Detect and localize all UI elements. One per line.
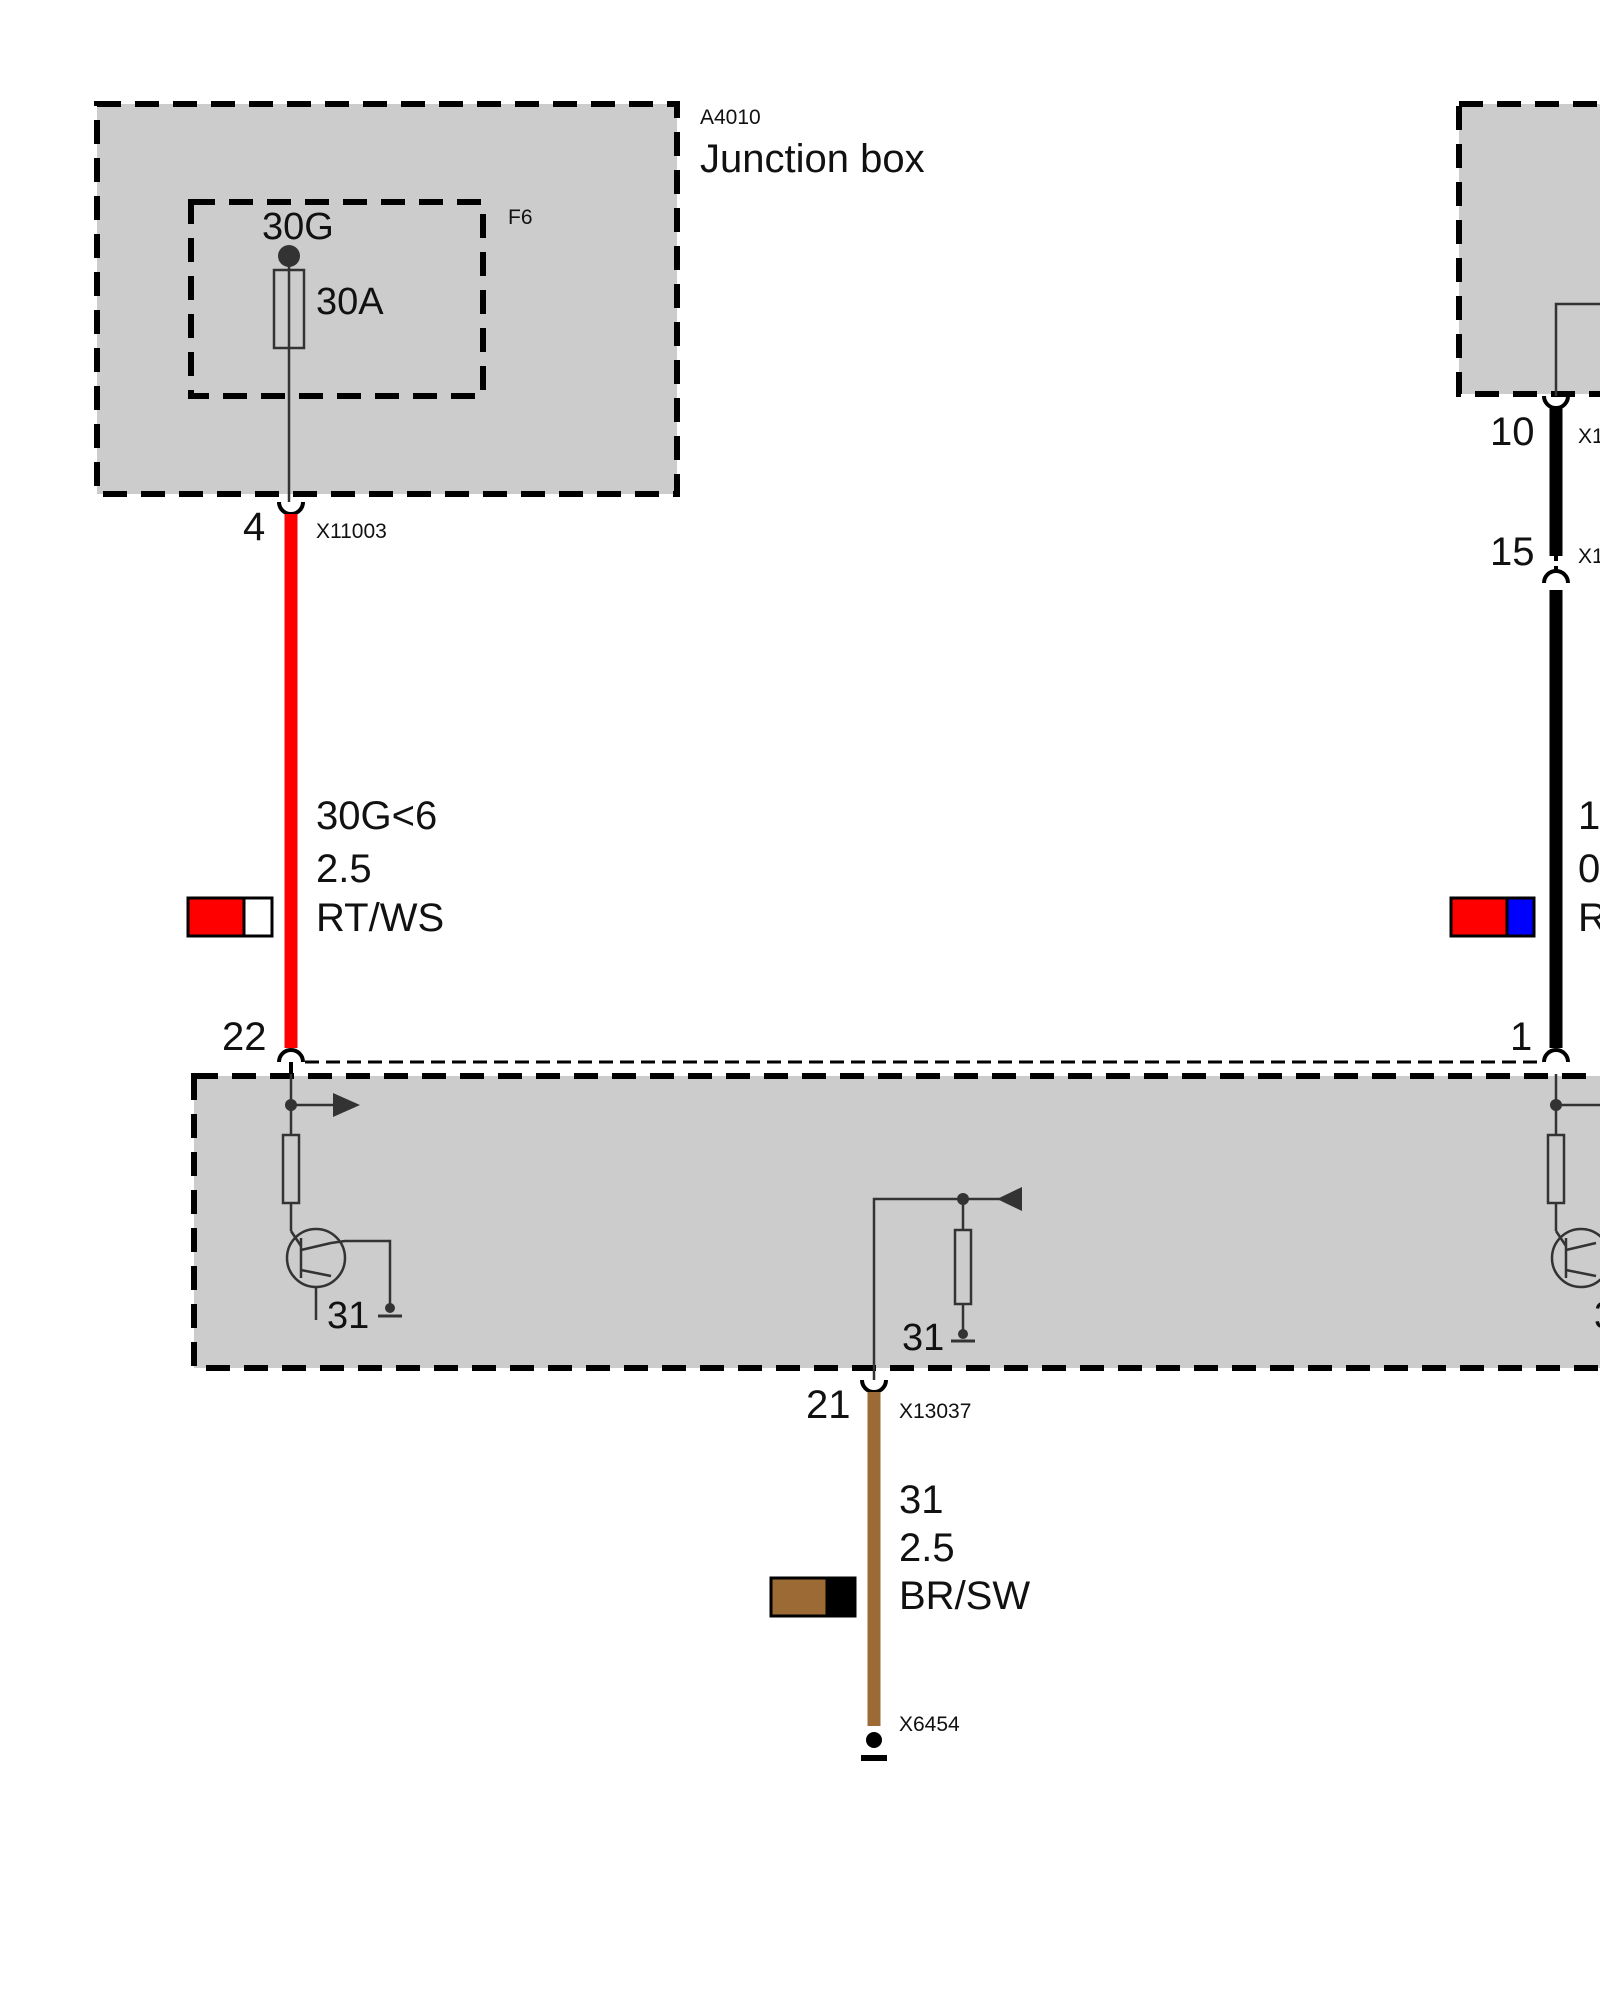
wire-right-connector-lower: X1 [1578, 545, 1600, 568]
junction-box [94, 101, 680, 497]
wire-left-top-pin: 4 [243, 505, 265, 549]
right-output-stage [1546, 1074, 1600, 1289]
wire-left-color-swatch [186, 896, 274, 938]
ground-wire-connector: X13037 [899, 1400, 971, 1423]
center-input-stage [872, 1187, 1022, 1380]
ground-wire-pin: 21 [806, 1383, 851, 1427]
wire-right-pin-upper: 10 [1490, 410, 1535, 454]
wire-left-bottom-pin: 22 [222, 1015, 267, 1059]
wire-right-connector-upper: X1 [1578, 425, 1600, 448]
ground-label-center: 31 [902, 1317, 944, 1359]
junction-box-name: Junction box [700, 137, 925, 181]
ground-connector-label: X6454 [899, 1713, 960, 1736]
ground-label-left: 31 [327, 1295, 369, 1337]
wire-left-signal: 30G<6 [316, 794, 437, 838]
wire-left-color-code: RT/WS [316, 896, 444, 940]
wire-left [277, 501, 305, 1074]
wire-left-cross-section: 2.5 [316, 847, 372, 891]
ground-wire-color-swatch [769, 1576, 857, 1618]
wire-left-top-connector: X11003 [316, 520, 387, 543]
ground-label-right: 3 [1594, 1295, 1600, 1337]
ground-wire [860, 1379, 888, 1761]
wire-right [1542, 395, 1570, 1063]
ground-wire-signal: 31 [899, 1478, 944, 1522]
control-unit [191, 1060, 1600, 1371]
wire-right-color-code: R [1578, 896, 1600, 940]
wire-right-color-swatch [1449, 896, 1536, 938]
wire-right-signal: 1 [1578, 794, 1600, 838]
wire-right-bottom-pin: 1 [1510, 1015, 1532, 1059]
fuse-terminal-label: 30G [262, 206, 334, 248]
right-module [1456, 101, 1600, 397]
junction-box-id: A4010 [700, 106, 761, 129]
ground-wire-cross-section: 2.5 [899, 1526, 955, 1570]
fuse-rating: 30A [316, 281, 384, 323]
wire-right-cross-section: 0 [1578, 847, 1600, 891]
left-output-stage [281, 1074, 402, 1320]
fuse-symbol [272, 245, 306, 502]
fuse-id: F6 [508, 206, 533, 229]
ground-wire-color-code: BR/SW [899, 1574, 1030, 1618]
wire-right-pin-lower: 15 [1490, 530, 1535, 574]
